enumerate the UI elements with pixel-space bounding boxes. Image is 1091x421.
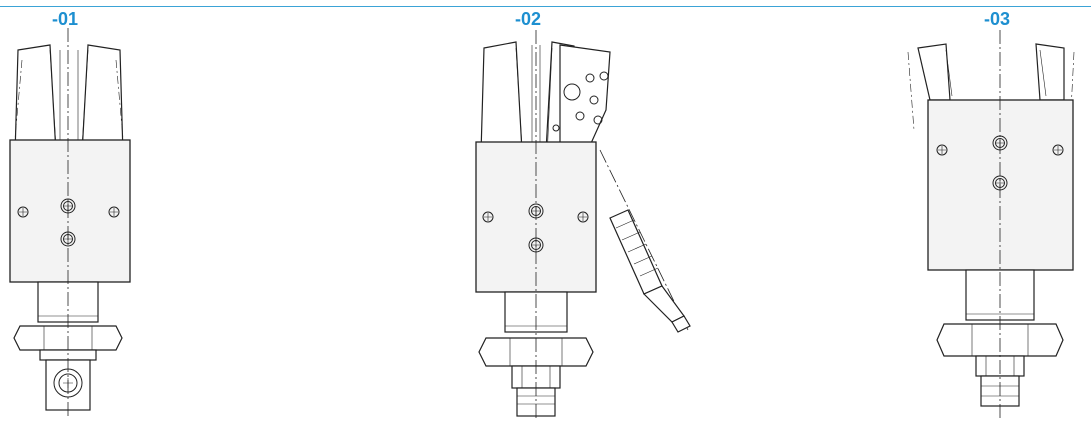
sensor-bracket (559, 44, 611, 151)
variant-label-01: -01 (52, 9, 79, 29)
gripper-body (927, 99, 1074, 271)
gripper-variant-01 (9, 28, 131, 418)
screw-icon (108, 206, 120, 218)
gripper-variant-02 (475, 30, 691, 418)
screw-icon (577, 211, 589, 223)
gripper-body (9, 139, 131, 283)
proximity-sensor (599, 149, 691, 333)
screw-icon (482, 211, 494, 223)
screw-icon (1052, 144, 1064, 156)
screw-icon (17, 206, 29, 218)
hex-nut (478, 337, 594, 367)
top-rule (0, 6, 1091, 7)
gripper-variant-03 (907, 30, 1075, 418)
jaw-left (917, 43, 951, 101)
screw-icon (936, 144, 948, 156)
variant-label-03: -03 (984, 9, 1011, 29)
variant-label-02: -02 (515, 9, 542, 29)
